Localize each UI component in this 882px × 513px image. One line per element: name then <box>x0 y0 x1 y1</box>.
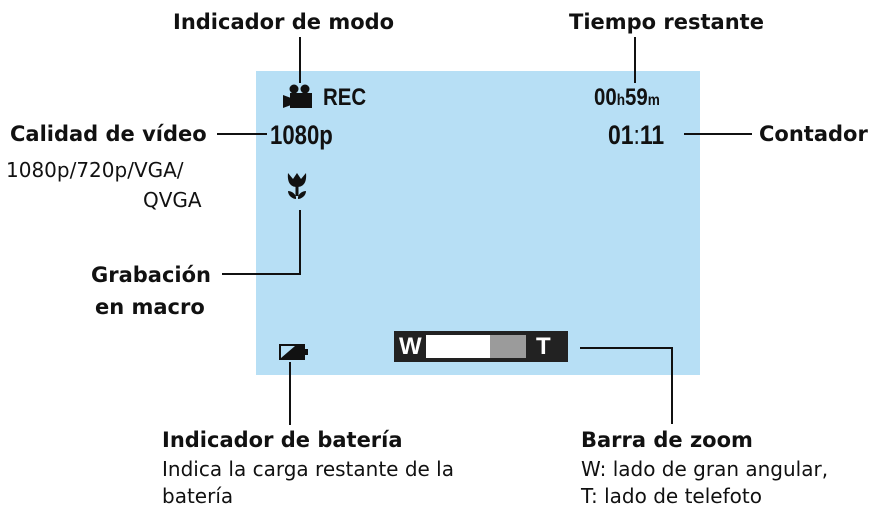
counter-minutes: 01 <box>608 120 634 150</box>
battery-leader-line <box>289 362 291 425</box>
zoom-bar: W T <box>394 331 568 362</box>
macro-leader-vertical <box>299 210 301 275</box>
zoom-wide-label: W <box>399 333 422 360</box>
label-battery-desc-2: batería <box>162 484 234 508</box>
mode-text: REC <box>323 84 367 111</box>
zoom-range-digital <box>490 335 526 358</box>
macro-flower-icon <box>285 171 309 203</box>
label-quality-options-2: QVGA <box>143 188 202 212</box>
counter-separator: : <box>633 120 640 150</box>
counter-display: 01:11 <box>608 118 664 152</box>
label-mode: Indicador de modo <box>173 10 395 34</box>
quality-display: 1080p <box>270 120 333 150</box>
label-time-remaining: Tiempo restante <box>569 10 764 34</box>
label-zoom: Barra de zoom <box>581 428 753 452</box>
label-quality: Calidad de vídeo <box>10 122 207 146</box>
time-minutes: 59 <box>625 84 648 111</box>
label-counter: Contador <box>759 122 868 146</box>
label-battery: Indicador de batería <box>162 428 403 452</box>
quality-leader-line <box>217 133 267 135</box>
macro-leader-horizontal <box>222 273 301 275</box>
zoom-tele-label: T <box>536 333 551 360</box>
video-camera-icon <box>283 83 315 109</box>
time-leader-line <box>634 37 636 83</box>
camera-screen <box>256 71 700 375</box>
zoom-leader-horizontal <box>580 347 672 349</box>
label-macro-2: en macro <box>95 295 205 319</box>
time-remaining-display: 00h59m <box>594 83 660 116</box>
zoom-range-wide <box>426 335 490 358</box>
time-minutes-unit: m <box>647 92 660 109</box>
battery-icon <box>279 344 309 360</box>
time-hours: 00 <box>594 84 617 111</box>
counter-leader-line <box>684 133 752 135</box>
label-macro-1: Grabación <box>91 263 211 287</box>
label-zoom-desc-1: W: lado de gran angular, <box>581 457 829 481</box>
label-battery-desc-1: Indica la carga restante de la <box>162 457 454 481</box>
time-hours-unit: h <box>616 92 626 109</box>
label-quality-options-1: 1080p/720p/VGA/ <box>6 158 184 182</box>
label-zoom-desc-2: T: lado de telefoto <box>581 484 762 508</box>
mode-leader-line <box>299 37 301 83</box>
zoom-leader-vertical <box>671 347 673 424</box>
counter-seconds: 11 <box>639 120 665 150</box>
